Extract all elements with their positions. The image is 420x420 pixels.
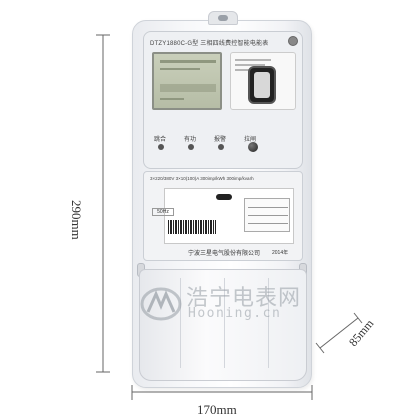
year-label: 2014年 <box>272 250 289 256</box>
wiring-diagram <box>244 198 290 232</box>
height-dimension-label: 290mm <box>69 200 84 240</box>
brand-badge-icon <box>288 36 298 46</box>
hooning-logo-icon <box>140 287 182 321</box>
indicator-label-3: 报警 <box>214 137 227 143</box>
meter-front-panel: DTZY1880C-G型 三相四线费控智能电能表 跳合 有功 报警 拉闸 <box>143 31 303 169</box>
lcd-display <box>152 52 222 110</box>
terminal-cover <box>139 269 307 381</box>
indicator-label-4: 拉闸 <box>244 137 257 143</box>
barcode <box>168 220 216 234</box>
indicator-lamp-1 <box>158 144 164 150</box>
hanging-hole <box>218 15 228 21</box>
watermark-english: Hooning.cn <box>188 306 282 321</box>
rating-label: 3×220/380V 3×10(100)A 300imp/kWh 300imp/… <box>150 176 254 181</box>
electricity-meter: DTZY1880C-G型 三相四线费控智能电能表 跳合 有功 报警 拉闸 3×2… <box>132 11 312 388</box>
model-label: DTZY1880C-G型 三相四线费控智能电能表 <box>150 41 269 47</box>
indicator-lamp-3 <box>218 144 224 150</box>
manufacturer-label: 宁波三星电气股份有限公司 <box>187 251 260 257</box>
display-button[interactable] <box>248 142 258 152</box>
indicator-label-2: 有功 <box>184 137 197 143</box>
nameplate-panel: 3×220/380V 3×10(100)A 300imp/kWh 300imp/… <box>143 171 303 261</box>
watermark-chinese: 浩宁电表网 <box>186 286 302 311</box>
infrared-port <box>216 194 232 200</box>
indicator-label-1: 跳合 <box>154 137 167 143</box>
ic-card-slot[interactable] <box>248 66 276 104</box>
frequency-label: 50Hz <box>152 208 174 216</box>
width-dimension-label: 170mm <box>197 402 237 417</box>
indicator-lamp-2 <box>188 144 194 150</box>
